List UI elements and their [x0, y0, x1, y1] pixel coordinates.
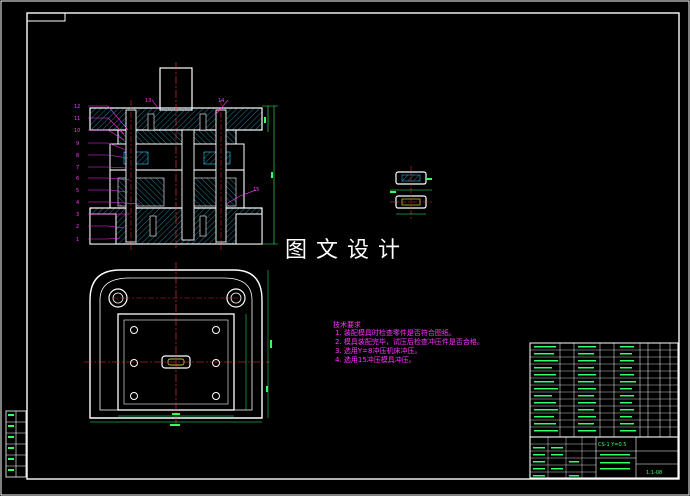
part-label: 12: [74, 104, 80, 110]
title-block: CS-1 Y=0.5 1:1-08: [529, 436, 679, 479]
part-label: 8: [76, 153, 79, 159]
note-item: 3. 选用Y=8冲压机床冲压。: [335, 346, 422, 355]
left-margin-table: [5, 410, 27, 478]
part-label: 5: [76, 188, 79, 194]
part-label: 14: [218, 98, 224, 104]
drawing-number: CS-1 Y=0.5: [598, 442, 626, 448]
part-label: 2: [76, 224, 79, 230]
part-label: 1: [76, 237, 79, 243]
part-label: 9: [76, 141, 79, 147]
watermark: 图文设计: [285, 238, 409, 263]
note-item: 4. 选用15冲压模具冲压。: [335, 355, 416, 364]
drawing-scale: 1:1-08: [646, 470, 662, 476]
top-plan-view: [84, 262, 272, 426]
note-item: 2. 模具装配完毕，试压后检查冲压件是否合格。: [335, 337, 484, 346]
part-label: 3: [76, 212, 79, 218]
part-label: 7: [76, 165, 79, 171]
note-item: 1. 装配模具时检查零件是否符合图纸。: [335, 328, 456, 337]
part-label: 10: [74, 128, 80, 134]
parts-list-table: [529, 342, 679, 438]
front-section-view: [89, 62, 278, 250]
technical-notes: 技术要求 1. 装配模具时检查零件是否符合图纸。 2. 模具装配完毕，试压后检查…: [333, 320, 484, 364]
part-label: 15: [253, 187, 259, 193]
part-label: 13: [145, 98, 151, 104]
part-label: 11: [74, 116, 80, 122]
part-label: 6: [76, 176, 79, 182]
part-leaders: [88, 99, 257, 240]
notes-title: 技术要求: [333, 320, 361, 329]
part-numbers: 1 2 3 4 5 6 7 8 9 10 11 12 13 14 15: [74, 98, 259, 243]
part-label: 4: [76, 200, 79, 206]
workpiece-detail: [390, 166, 434, 220]
